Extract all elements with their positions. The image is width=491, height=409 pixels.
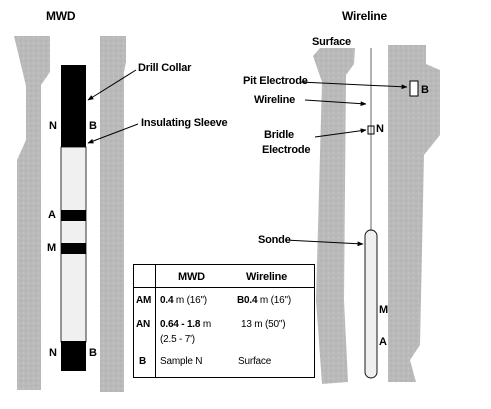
electrode-n-top-label: N [49, 120, 57, 132]
wireline-title: Wireline [342, 9, 387, 23]
drill-collar-lower [61, 341, 86, 371]
pit-electrode-label: Pit Electrode [243, 75, 308, 87]
drill-collar-label: Drill Collar [138, 62, 192, 74]
table-row-an-key: AN [136, 319, 151, 330]
pit-electrode [409, 80, 419, 97]
table-row-am-mwd: 0.4 m (16") [160, 295, 207, 306]
table-row-am-key: AM [136, 295, 152, 306]
electrode-m-label: M [47, 242, 56, 254]
mwd-formation-left [14, 36, 50, 390]
table-header-mwd: MWD [178, 271, 205, 283]
electrode-band-m [61, 243, 86, 254]
sonde [364, 229, 378, 379]
drill-string-stub [61, 371, 86, 391]
bridle-electrode-n-label: N [376, 123, 384, 135]
wireline-formation-left [313, 48, 355, 384]
insulating-sleeve-label: Insulating Sleeve [141, 117, 228, 129]
table-row-b-key: B [139, 356, 147, 367]
pit-electrode-b-label: B [421, 84, 429, 96]
sonde-a-label: A [379, 336, 387, 348]
pit-electrode-arrow [299, 81, 408, 90]
electrode-band-a [61, 210, 86, 221]
wireline-arrow [304, 99, 367, 107]
table-header-wireline: Wireline [246, 271, 288, 283]
wireline-label: Wireline [254, 94, 296, 106]
table-row-b-wireline: Surface [238, 356, 272, 367]
table-row-b-mwd: Sample N [160, 356, 203, 367]
table-header-divider [134, 287, 314, 288]
electrode-b-top-label: B [89, 120, 97, 132]
table-row-an-mwd: 0.64 - 1.8 m [160, 319, 211, 330]
drill-collar-arrow [87, 69, 137, 101]
mwd-title: MWD [46, 9, 76, 23]
table-row-am-wireline: B0.4 m (16") [237, 295, 291, 306]
electrode-n-bottom-label: N [49, 347, 57, 359]
bridle-label: Bridle [264, 129, 294, 141]
electrode-label: Electrode [262, 144, 311, 156]
sonde-arrow [284, 239, 364, 247]
drill-collar-upper [61, 65, 86, 147]
wireline-formation-right [388, 45, 440, 382]
sonde-m-label: M [379, 304, 388, 316]
table-row-an-mwd-imperial: (2.5 - 7') [160, 334, 195, 345]
table-row-an-wireline: 13 m (50") [241, 319, 286, 330]
electrode-b-bottom-label: B [89, 347, 97, 359]
table-key-divider [155, 265, 156, 377]
bridle-electrode-arrow [314, 128, 367, 138]
mwd-formation-right [100, 36, 126, 392]
electrode-a-label: A [48, 209, 56, 221]
insulating-sleeve-arrow [87, 123, 139, 144]
electrode-spacing-table: MWD Wireline AM 0.4 m (16") B0.4 m (16")… [133, 264, 315, 378]
sonde-label: Sonde [258, 234, 291, 246]
surface-label: Surface [312, 36, 351, 48]
